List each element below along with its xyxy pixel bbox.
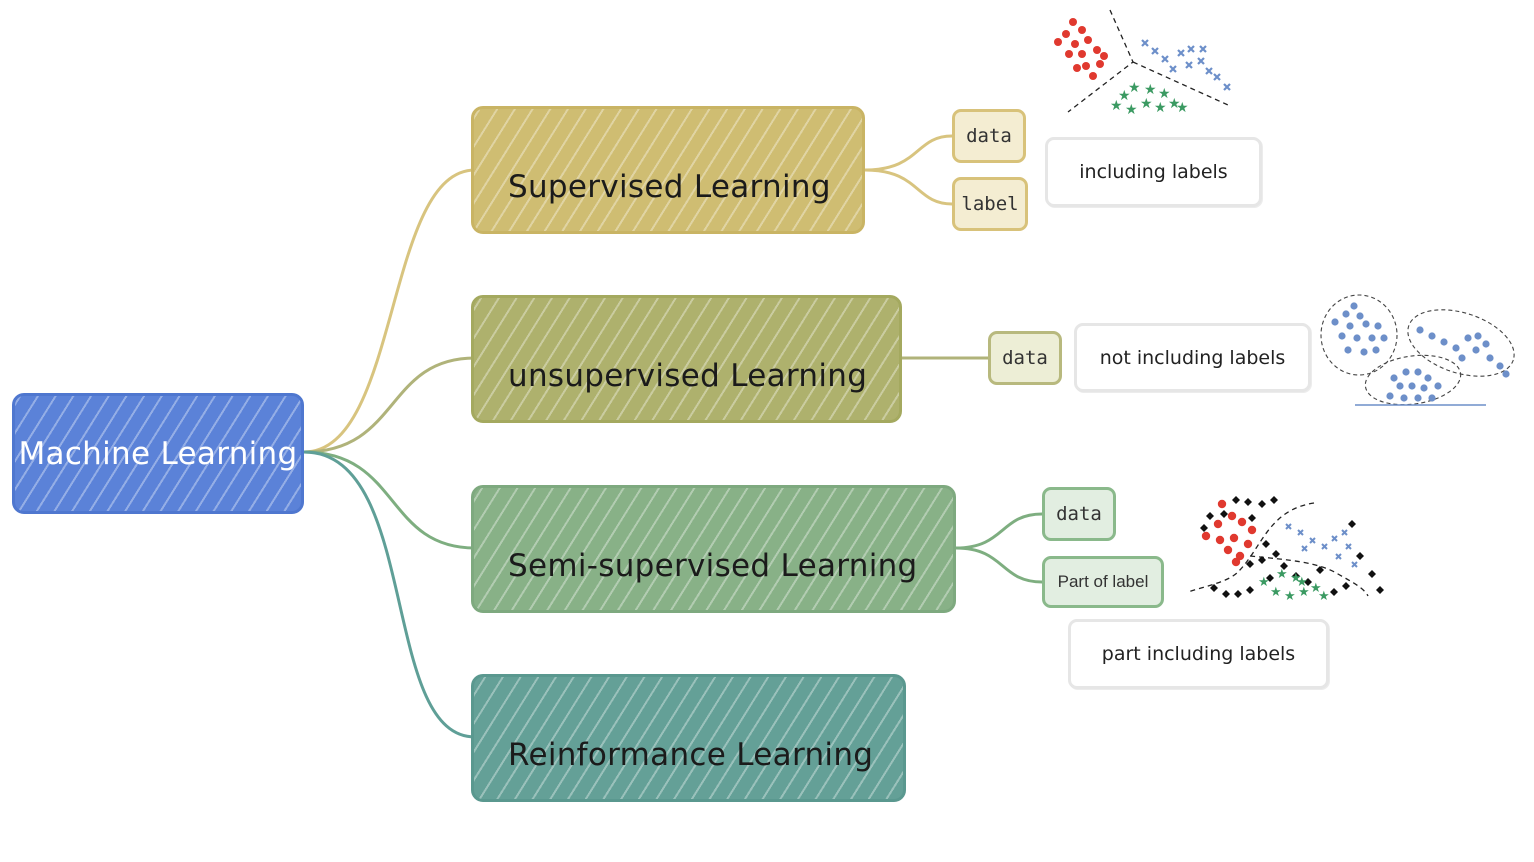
note-supervised: including labels bbox=[1045, 137, 1262, 207]
branch-reinforcement-learning[interactable]: Reinformance Learning bbox=[471, 674, 906, 802]
tag-unsupervised-data[interactable]: data bbox=[988, 331, 1062, 385]
connector-supervised bbox=[303, 168, 476, 454]
tag-semi-data[interactable]: data bbox=[1042, 487, 1116, 541]
root-label: Machine Learning bbox=[18, 435, 298, 472]
svg-text:★: ★ bbox=[1168, 96, 1181, 112]
svg-text:★: ★ bbox=[1110, 98, 1123, 114]
supervised-scatter-illustration: ★★★ ★★★ ★★★ ★ bbox=[1054, 9, 1231, 118]
tag-semi-part-of-label[interactable]: Part of label bbox=[1042, 556, 1164, 608]
svg-text:★: ★ bbox=[1128, 80, 1141, 96]
branch-label: Supervised Learning bbox=[508, 169, 831, 205]
svg-text:★: ★ bbox=[1270, 585, 1282, 600]
branch-semi-supervised-learning[interactable]: Semi-supervised Learning bbox=[471, 485, 956, 613]
blue-cross-icon bbox=[1285, 523, 1358, 568]
svg-text:★: ★ bbox=[1144, 82, 1157, 98]
semi-supervised-scatter-illustration: ★★★ ★★★ ★★★ bbox=[1187, 496, 1384, 604]
tag-supervised-label[interactable]: label bbox=[952, 177, 1028, 231]
svg-text:★: ★ bbox=[1125, 102, 1138, 118]
svg-text:★: ★ bbox=[1258, 575, 1270, 590]
green-star-icon: ★★★ ★★★ ★★★ bbox=[1258, 567, 1330, 604]
svg-text:★: ★ bbox=[1318, 589, 1330, 604]
unsupervised-cluster-illustration bbox=[1320, 294, 1515, 406]
tag-supervised-data[interactable]: data bbox=[952, 109, 1026, 163]
branch-label: Semi-supervised Learning bbox=[508, 548, 918, 584]
svg-text:★: ★ bbox=[1290, 571, 1302, 586]
note-unsupervised: not including labels bbox=[1074, 323, 1311, 392]
svg-text:★: ★ bbox=[1298, 585, 1310, 600]
branch-supervised-learning[interactable]: Supervised Learning bbox=[471, 106, 865, 234]
svg-text:★: ★ bbox=[1284, 589, 1296, 604]
branch-label: Reinformance Learning bbox=[508, 737, 874, 773]
connector-reinforcement bbox=[303, 450, 476, 739]
connector-unsupervised bbox=[303, 356, 476, 454]
svg-text:★: ★ bbox=[1296, 575, 1308, 590]
svg-text:★: ★ bbox=[1310, 581, 1322, 596]
note-semi-supervised: part including labels bbox=[1068, 619, 1329, 689]
branch-label: unsupervised Learning bbox=[508, 358, 868, 394]
red-dot-icon bbox=[1201, 499, 1257, 567]
svg-text:★: ★ bbox=[1118, 88, 1131, 104]
blue-dot-icon bbox=[1331, 302, 1510, 402]
svg-text:★: ★ bbox=[1276, 567, 1288, 582]
svg-text:★: ★ bbox=[1140, 96, 1153, 112]
connector-semi bbox=[303, 450, 476, 550]
svg-text:★: ★ bbox=[1158, 86, 1171, 102]
blue-cross-icon bbox=[1141, 39, 1231, 91]
svg-text:★: ★ bbox=[1176, 100, 1189, 116]
black-diamond-icon bbox=[1200, 496, 1384, 598]
root-node-machine-learning[interactable]: Machine Learning bbox=[12, 393, 304, 514]
red-dot-icon bbox=[1054, 18, 1108, 80]
green-star-icon: ★★★ ★★★ ★★★ ★ bbox=[1110, 80, 1189, 118]
branch-unsupervised-learning[interactable]: unsupervised Learning bbox=[471, 295, 902, 423]
svg-text:★: ★ bbox=[1154, 100, 1167, 116]
